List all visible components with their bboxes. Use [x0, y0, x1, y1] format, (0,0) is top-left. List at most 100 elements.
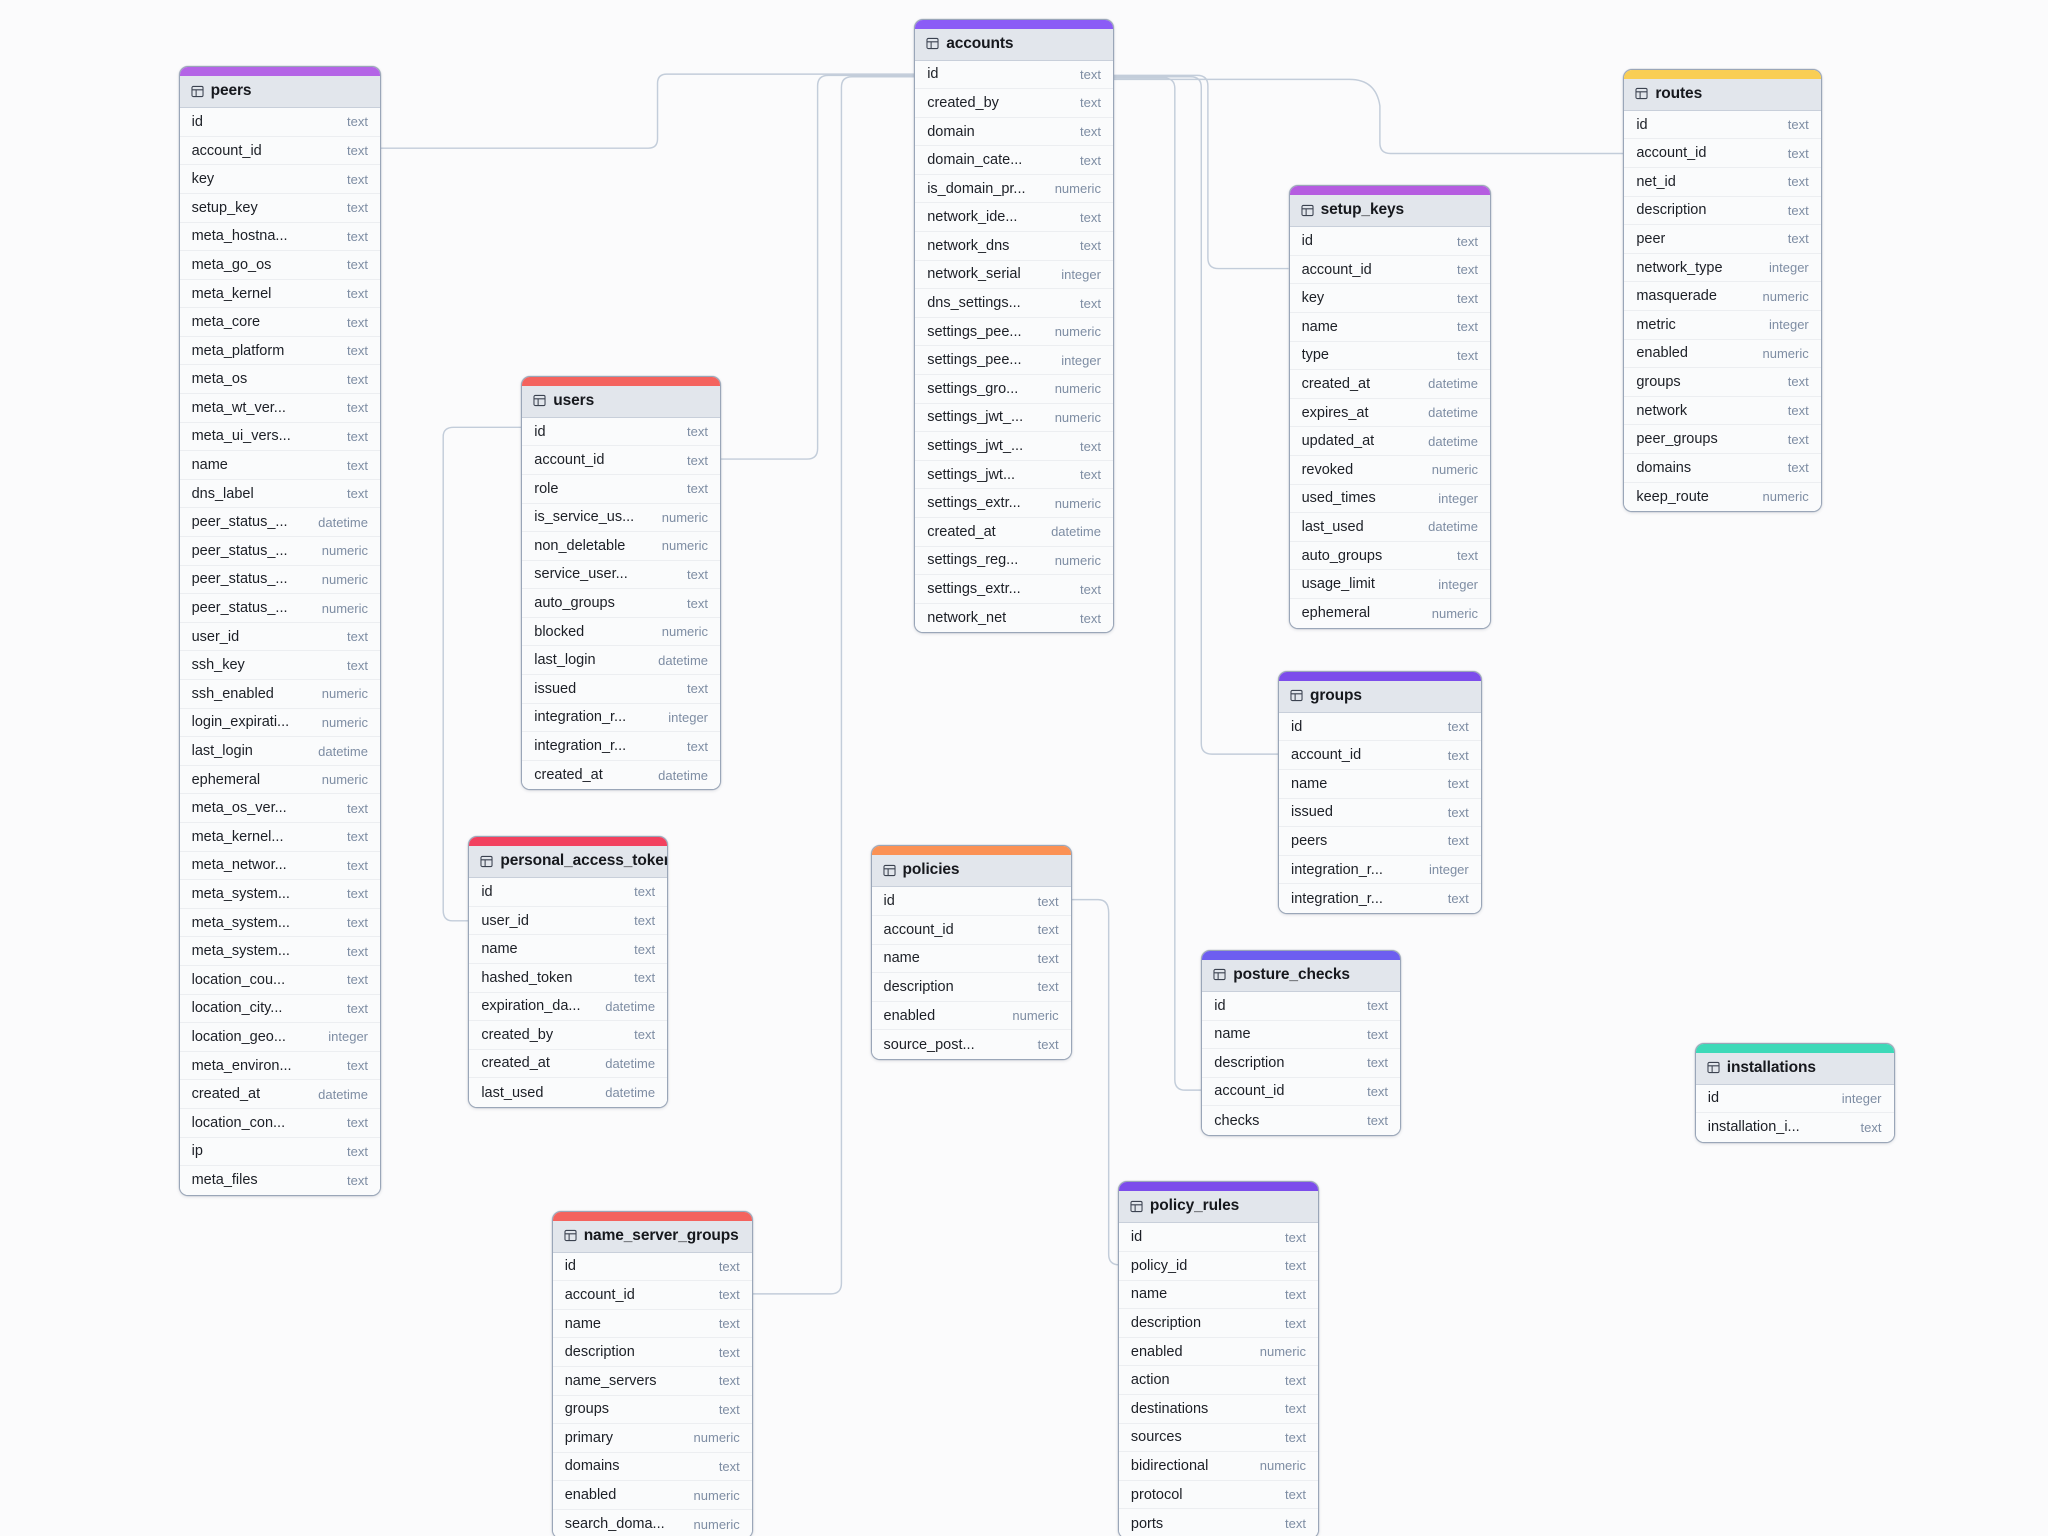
column-row[interactable]: settings_extr...numeric: [915, 489, 1113, 519]
column-row[interactable]: meta_system...text: [179, 937, 380, 966]
column-row[interactable]: installation_i...text: [1695, 1113, 1894, 1142]
column-row[interactable]: settings_jwt...text: [915, 460, 1113, 490]
table-header[interactable]: setup_keys: [1289, 195, 1490, 228]
table-header[interactable]: policies: [871, 855, 1071, 888]
column-row[interactable]: integration_r...integer: [522, 703, 721, 733]
column-row[interactable]: meta_hostna...text: [179, 222, 380, 252]
column-row[interactable]: meta_ui_vers...text: [179, 422, 380, 452]
column-row[interactable]: location_cou...text: [179, 965, 380, 995]
column-row[interactable]: settings_jwt_...text: [915, 432, 1113, 461]
table-header[interactable]: peers: [179, 76, 380, 109]
column-row[interactable]: location_geo...integer: [179, 1023, 380, 1052]
column-row[interactable]: domain_cate...text: [915, 146, 1113, 175]
table-header[interactable]: accounts: [915, 28, 1113, 61]
column-row[interactable]: is_service_us...numeric: [522, 503, 721, 533]
table-header[interactable]: users: [522, 385, 721, 418]
column-row[interactable]: location_con...text: [179, 1108, 380, 1138]
column-row[interactable]: service_user...text: [522, 560, 721, 590]
column-row[interactable]: is_domain_pr...numeric: [915, 174, 1113, 204]
column-row[interactable]: expiration_da...datetime: [469, 992, 668, 1022]
column-row[interactable]: meta_wt_ver...text: [179, 394, 380, 423]
table-header[interactable]: routes: [1624, 78, 1821, 111]
column-row[interactable]: settings_pee...numeric: [915, 317, 1113, 347]
column-row[interactable]: settings_extr...text: [915, 575, 1113, 604]
column-row[interactable]: meta_environ...text: [179, 1051, 380, 1081]
table-header[interactable]: posture_checks: [1202, 959, 1401, 992]
table-header[interactable]: name_server_groups: [552, 1220, 752, 1253]
column-row[interactable]: settings_gro...numeric: [915, 375, 1113, 404]
column-row[interactable]: meta_system...text: [179, 908, 380, 938]
column-row[interactable]: peer_status_...datetime: [179, 508, 380, 538]
column-row[interactable]: meta_kernel...text: [179, 822, 380, 852]
